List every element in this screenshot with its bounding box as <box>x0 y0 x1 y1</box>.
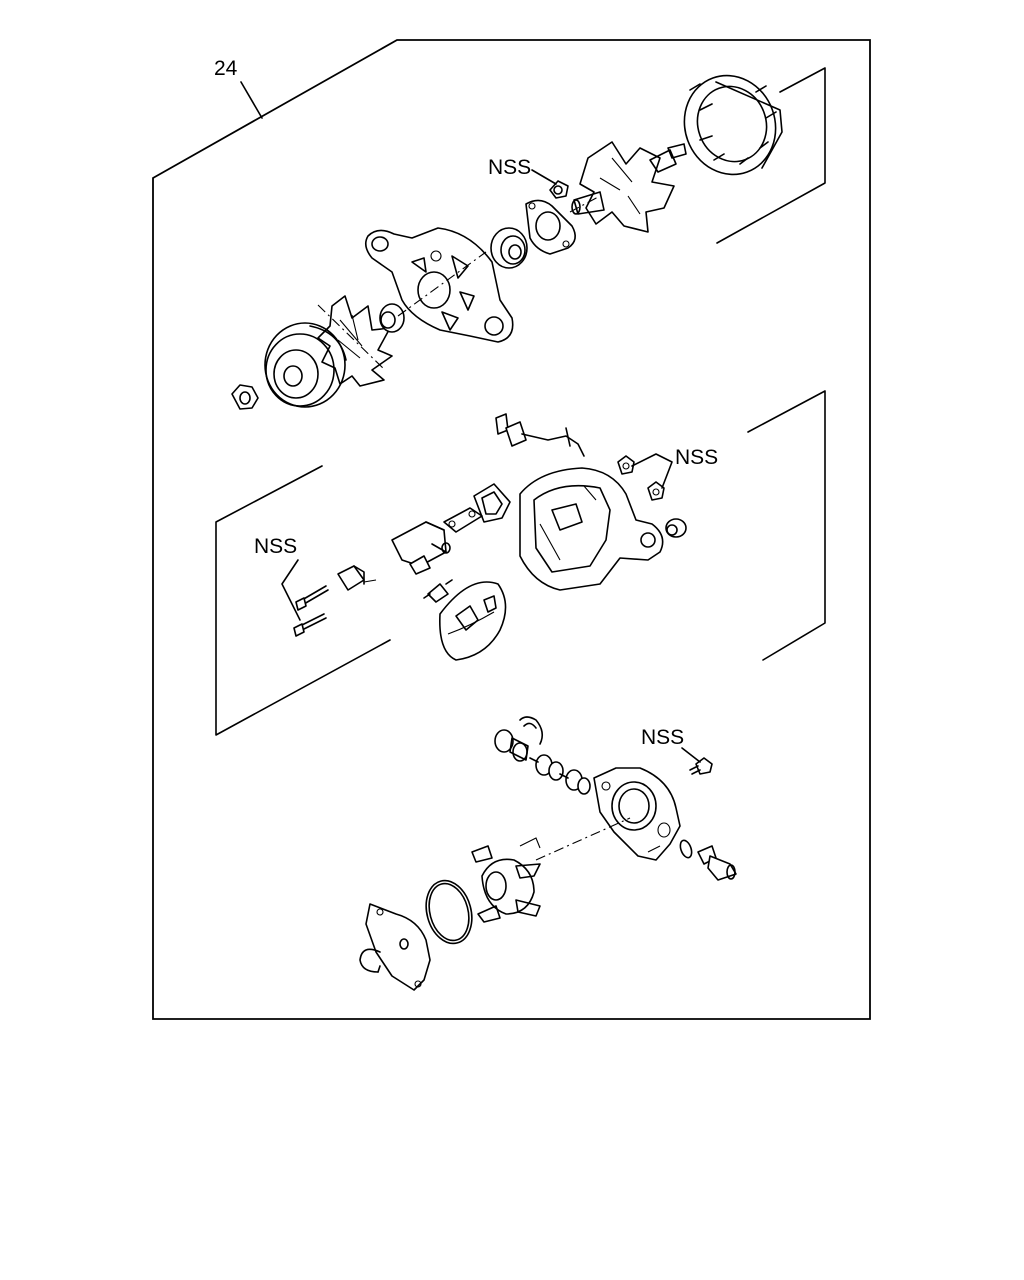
fitting-oring <box>679 839 693 859</box>
vane-rotor <box>471 837 541 923</box>
brush-gasket <box>473 483 511 523</box>
bottom-centre-line <box>535 817 631 861</box>
callout-leader <box>240 81 263 119</box>
pump-housing <box>593 767 681 861</box>
nss-leader <box>281 559 301 621</box>
pulley-nut <box>231 384 259 410</box>
hose-elbow <box>519 716 544 745</box>
nss-leader <box>681 747 701 763</box>
rectifier <box>439 581 507 661</box>
top-group-bracket <box>716 67 826 244</box>
housing-bolt <box>689 757 713 775</box>
insulator-plate <box>443 507 483 533</box>
nss-label: NSS <box>254 535 297 558</box>
brush-holder <box>391 521 451 575</box>
rear-bushing <box>665 518 687 538</box>
bearing-retainer <box>525 199 576 255</box>
callout-number: 24 <box>214 57 238 80</box>
nss-label: NSS <box>488 156 531 179</box>
spacer-collar <box>379 303 405 333</box>
assembly-frame <box>152 39 871 1020</box>
pulley <box>264 322 347 408</box>
rear-frame <box>519 467 664 591</box>
pump-shaft-parts <box>494 729 591 795</box>
nss-label: NSS <box>641 726 684 749</box>
middle-group-bracket-right <box>747 390 826 661</box>
front-frame <box>364 227 514 343</box>
front-bearing <box>490 227 528 269</box>
top-centre-line <box>397 195 601 317</box>
stator <box>683 74 783 176</box>
terminal-clip <box>423 579 453 603</box>
through-bolt <box>293 585 329 637</box>
cooling-fan <box>317 295 393 387</box>
nss-label: NSS <box>675 446 718 469</box>
snap-ring <box>359 948 381 973</box>
nss-leader <box>631 453 673 489</box>
nss-leader <box>531 169 557 185</box>
terminal-nut <box>617 455 665 501</box>
rotor <box>571 141 687 233</box>
plug-connector <box>495 413 585 457</box>
capacitor <box>337 565 377 591</box>
pump-oring <box>425 879 473 945</box>
retainer-screw <box>549 180 569 199</box>
middle-group-bracket <box>215 465 391 736</box>
pump-end-cover <box>365 903 431 991</box>
union-fitting <box>697 845 737 881</box>
